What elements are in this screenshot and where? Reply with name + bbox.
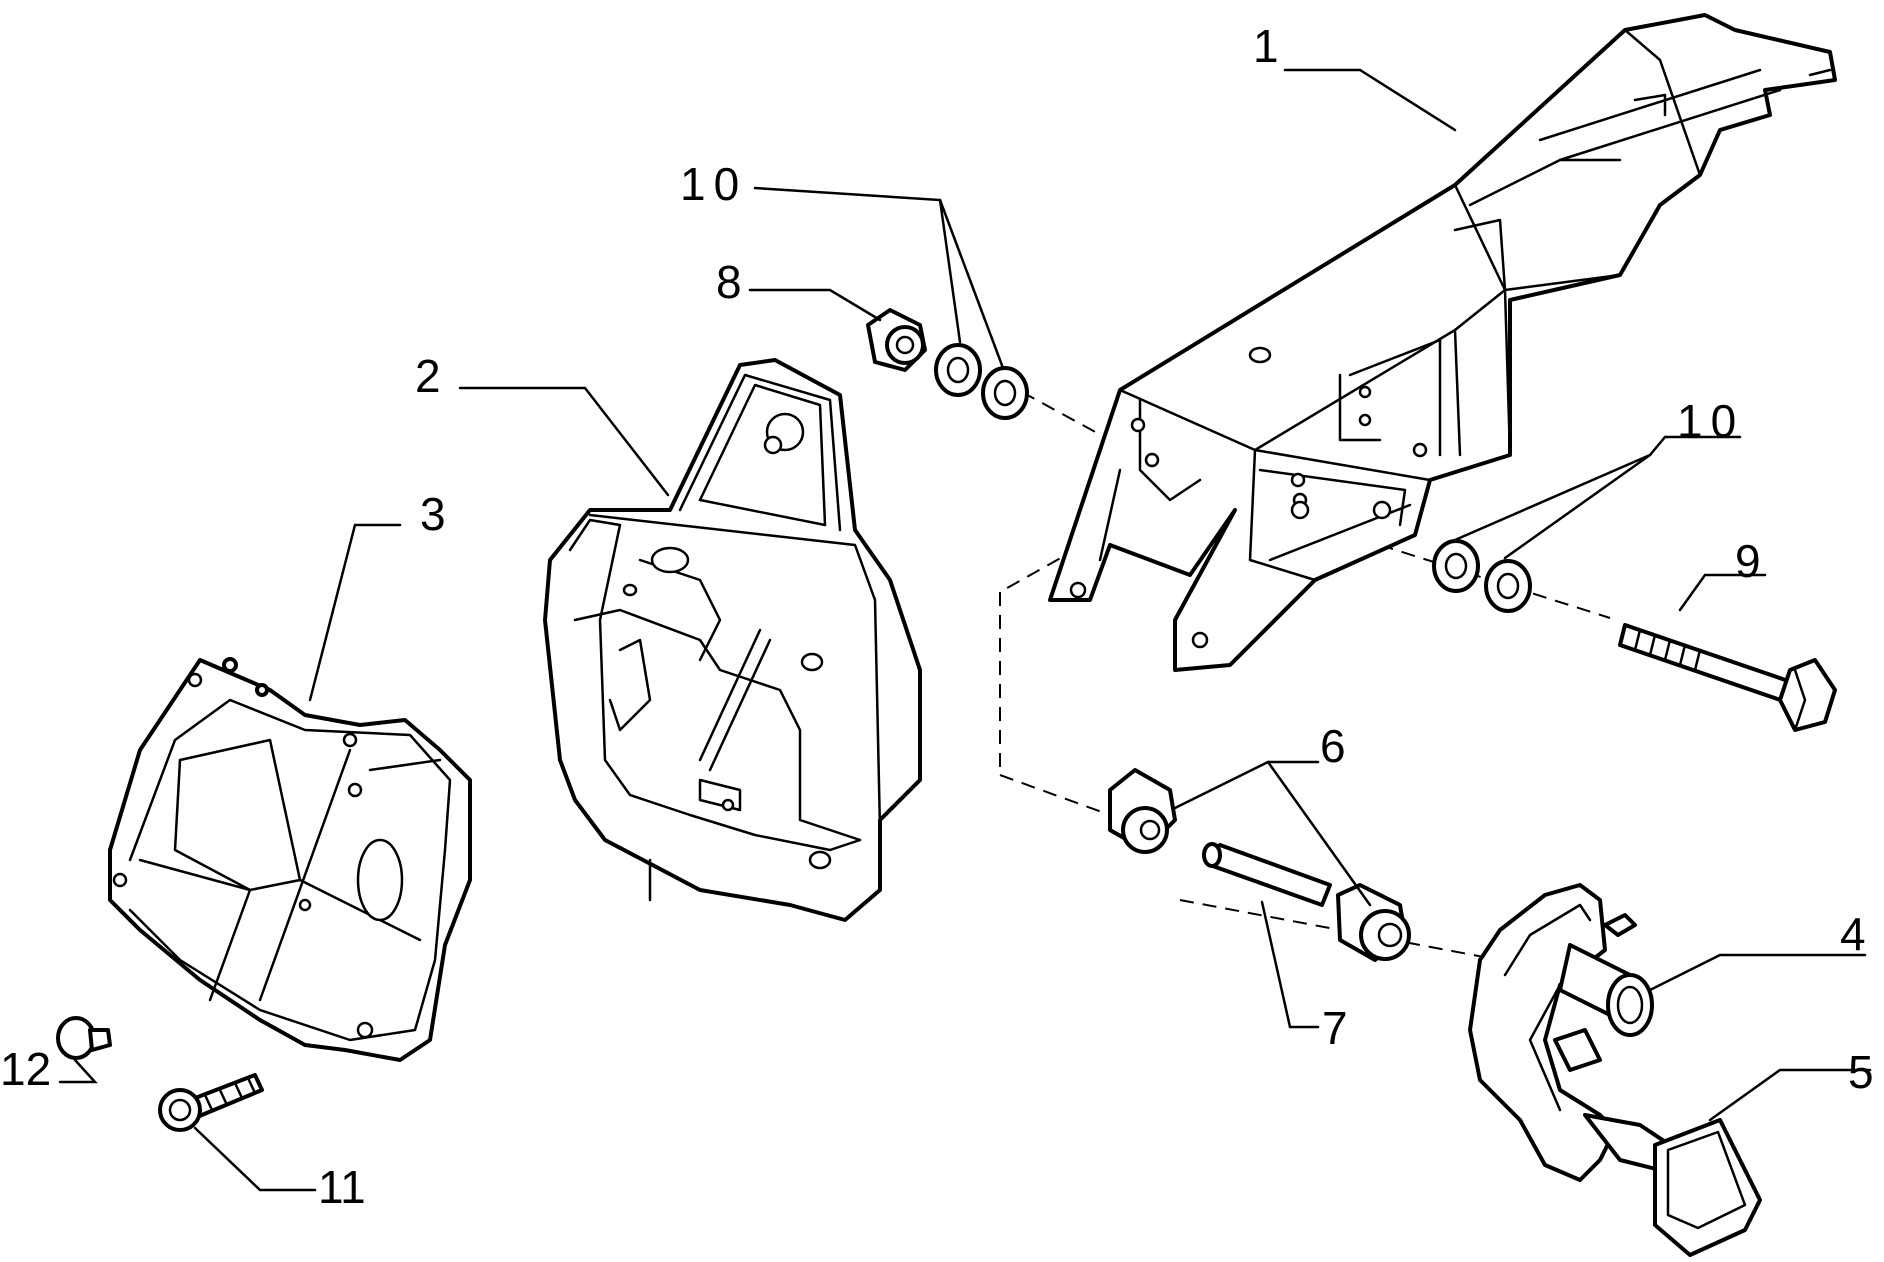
pedal-pad (1653, 1118, 1762, 1257)
callout-10-lower: 10 (1677, 395, 1744, 447)
housing-bracket (543, 358, 922, 922)
screw (158, 1073, 264, 1132)
clip (56, 1016, 112, 1060)
callout-6: 6 (1320, 720, 1346, 772)
callout-11: 11 (318, 1161, 366, 1213)
washers-upper (934, 343, 1029, 420)
pin (1202, 842, 1332, 907)
washers-lower (1432, 539, 1532, 613)
callout-5: 5 (1848, 1046, 1874, 1098)
leader-lines (58, 68, 1872, 1192)
callout-1: 1 (1253, 20, 1279, 72)
nut (866, 308, 927, 372)
pedal (1468, 883, 1672, 1182)
callout-8: 8 (716, 256, 742, 308)
callout-2: 2 (415, 350, 441, 402)
cover (108, 657, 472, 1062)
callout-10-upper: 10 (680, 158, 747, 210)
callout-4: 4 (1840, 908, 1866, 960)
callout-3: 3 (420, 488, 446, 540)
callout-12: 12 (0, 1043, 51, 1095)
callout-9: 9 (1735, 535, 1761, 587)
pedal-support-bracket (1048, 13, 1837, 672)
bolt (1618, 623, 1837, 732)
callout-7: 7 (1322, 1002, 1348, 1054)
bushings (1108, 768, 1411, 962)
callout-labels: 1 2 3 4 5 6 7 8 9 10 10 11 12 (0, 20, 1874, 1213)
